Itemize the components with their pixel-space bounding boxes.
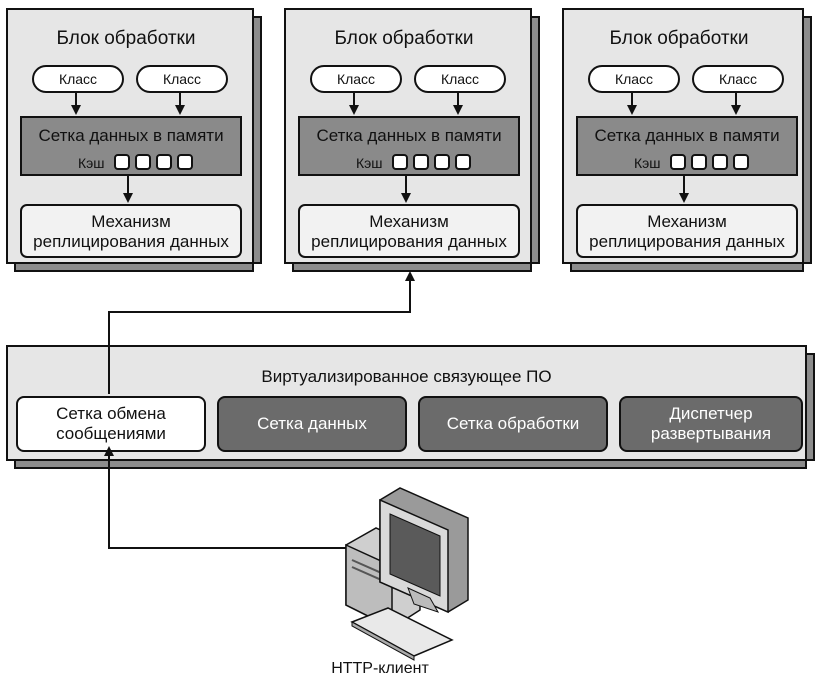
deployment-manager-line-1: Диспетчер <box>669 404 753 423</box>
replication-engine: Механизм реплицирования данных <box>20 204 242 258</box>
client-to-messaging-arrow <box>104 446 350 549</box>
grid-title: Сетка данных в памяти <box>594 126 780 145</box>
cache-slot <box>434 154 450 170</box>
cache-slot <box>177 154 193 170</box>
grid-title: Сетка данных в памяти <box>38 126 224 145</box>
middleware-title: Виртуализированное связующее ПО <box>261 367 552 386</box>
in-memory-data-grid: Сетка данных в памяти Кэш <box>20 116 242 176</box>
deployment-manager-line-2: развертывания <box>650 424 772 443</box>
messaging-grid-line-2: сообщениями <box>56 424 166 443</box>
box-front-face: Блок обработки Класс Класс Сетка данных … <box>6 8 254 264</box>
processing-grid: Сетка обработки <box>418 396 608 452</box>
class-pill-left: Класс <box>310 65 402 93</box>
cache-slot <box>114 154 130 170</box>
processing-unit-1: Блок обработки Класс Класс Сетка данных … <box>6 8 262 272</box>
in-memory-data-grid: Сетка данных в памяти Кэш <box>576 116 798 176</box>
cache-slot <box>156 154 172 170</box>
cache-label: Кэш <box>356 155 383 171</box>
unit-title: Блок обработки <box>56 28 196 49</box>
cache-label: Кэш <box>634 155 661 171</box>
data-grid-label: Сетка данных <box>257 414 367 433</box>
messaging-grid: Сетка обмена сообщениями <box>16 396 206 452</box>
messaging-grid-line-1: Сетка обмена <box>56 404 166 423</box>
box-side-face <box>532 16 540 264</box>
replication-line-2: реплицирования данных <box>311 232 507 251</box>
cache-label: Кэш <box>78 155 105 171</box>
processing-grid-label: Сетка обработки <box>446 414 580 433</box>
box-bottom-face <box>14 461 807 469</box>
replication-line-1: Механизм <box>647 212 727 231</box>
box-side-face <box>804 16 812 264</box>
replication-line-1: Механизм <box>369 212 449 231</box>
cache-slot <box>670 154 686 170</box>
deployment-manager: Диспетчер развертывания <box>619 396 803 452</box>
class-pill-right: Класс <box>414 65 506 93</box>
replication-line-1: Механизм <box>91 212 171 231</box>
unit-1-arrows <box>71 91 185 203</box>
processing-unit-3: Блок обработки Класс Класс Сетка данных … <box>562 8 812 272</box>
cache-slot <box>392 154 408 170</box>
class-pill-right: Класс <box>692 65 784 93</box>
grid-title: Сетка данных в памяти <box>316 126 502 145</box>
cache-slot <box>135 154 151 170</box>
box-front-face: Виртуализированное связующее ПО Сетка об… <box>6 345 807 461</box>
cache-slot <box>733 154 749 170</box>
unit-title: Блок обработки <box>609 28 749 49</box>
box-bottom-face <box>570 264 804 272</box>
unit-2-arrows <box>349 91 463 203</box>
box-front-face: Блок обработки Класс Класс Сетка данных … <box>562 8 804 264</box>
virtualized-middleware: Виртуализированное связующее ПО Сетка об… <box>6 345 815 469</box>
class-pill-right: Класс <box>136 65 228 93</box>
replication-line-2: реплицирования данных <box>589 232 785 251</box>
cache-slot <box>712 154 728 170</box>
cache-slot <box>691 154 707 170</box>
replication-line-2: реплицирования данных <box>33 232 229 251</box>
replication-engine: Механизм реплицирования данных <box>298 204 520 258</box>
http-client-label: HTTP-клиент <box>331 660 429 677</box>
cache-slot <box>455 154 471 170</box>
cache-slot <box>413 154 429 170</box>
in-memory-data-grid: Сетка данных в памяти Кэш <box>298 116 520 176</box>
desktop-computer-icon <box>345 487 469 661</box>
box-side-face <box>807 353 815 461</box>
replication-engine: Механизм реплицирования данных <box>576 204 798 258</box>
messaging-to-unit-arrow <box>108 271 415 394</box>
box-side-face <box>254 16 262 264</box>
class-pill-left: Класс <box>32 65 124 93</box>
processing-unit-2: Блок обработки Класс Класс Сетка данных … <box>284 8 540 272</box>
class-pill-left: Класс <box>588 65 680 93</box>
data-grid: Сетка данных <box>217 396 407 452</box>
unit-title: Блок обработки <box>334 28 474 49</box>
box-bottom-face <box>14 264 254 272</box>
box-front-face: Блок обработки Класс Класс Сетка данных … <box>284 8 532 264</box>
unit-3-arrows <box>627 91 741 203</box>
